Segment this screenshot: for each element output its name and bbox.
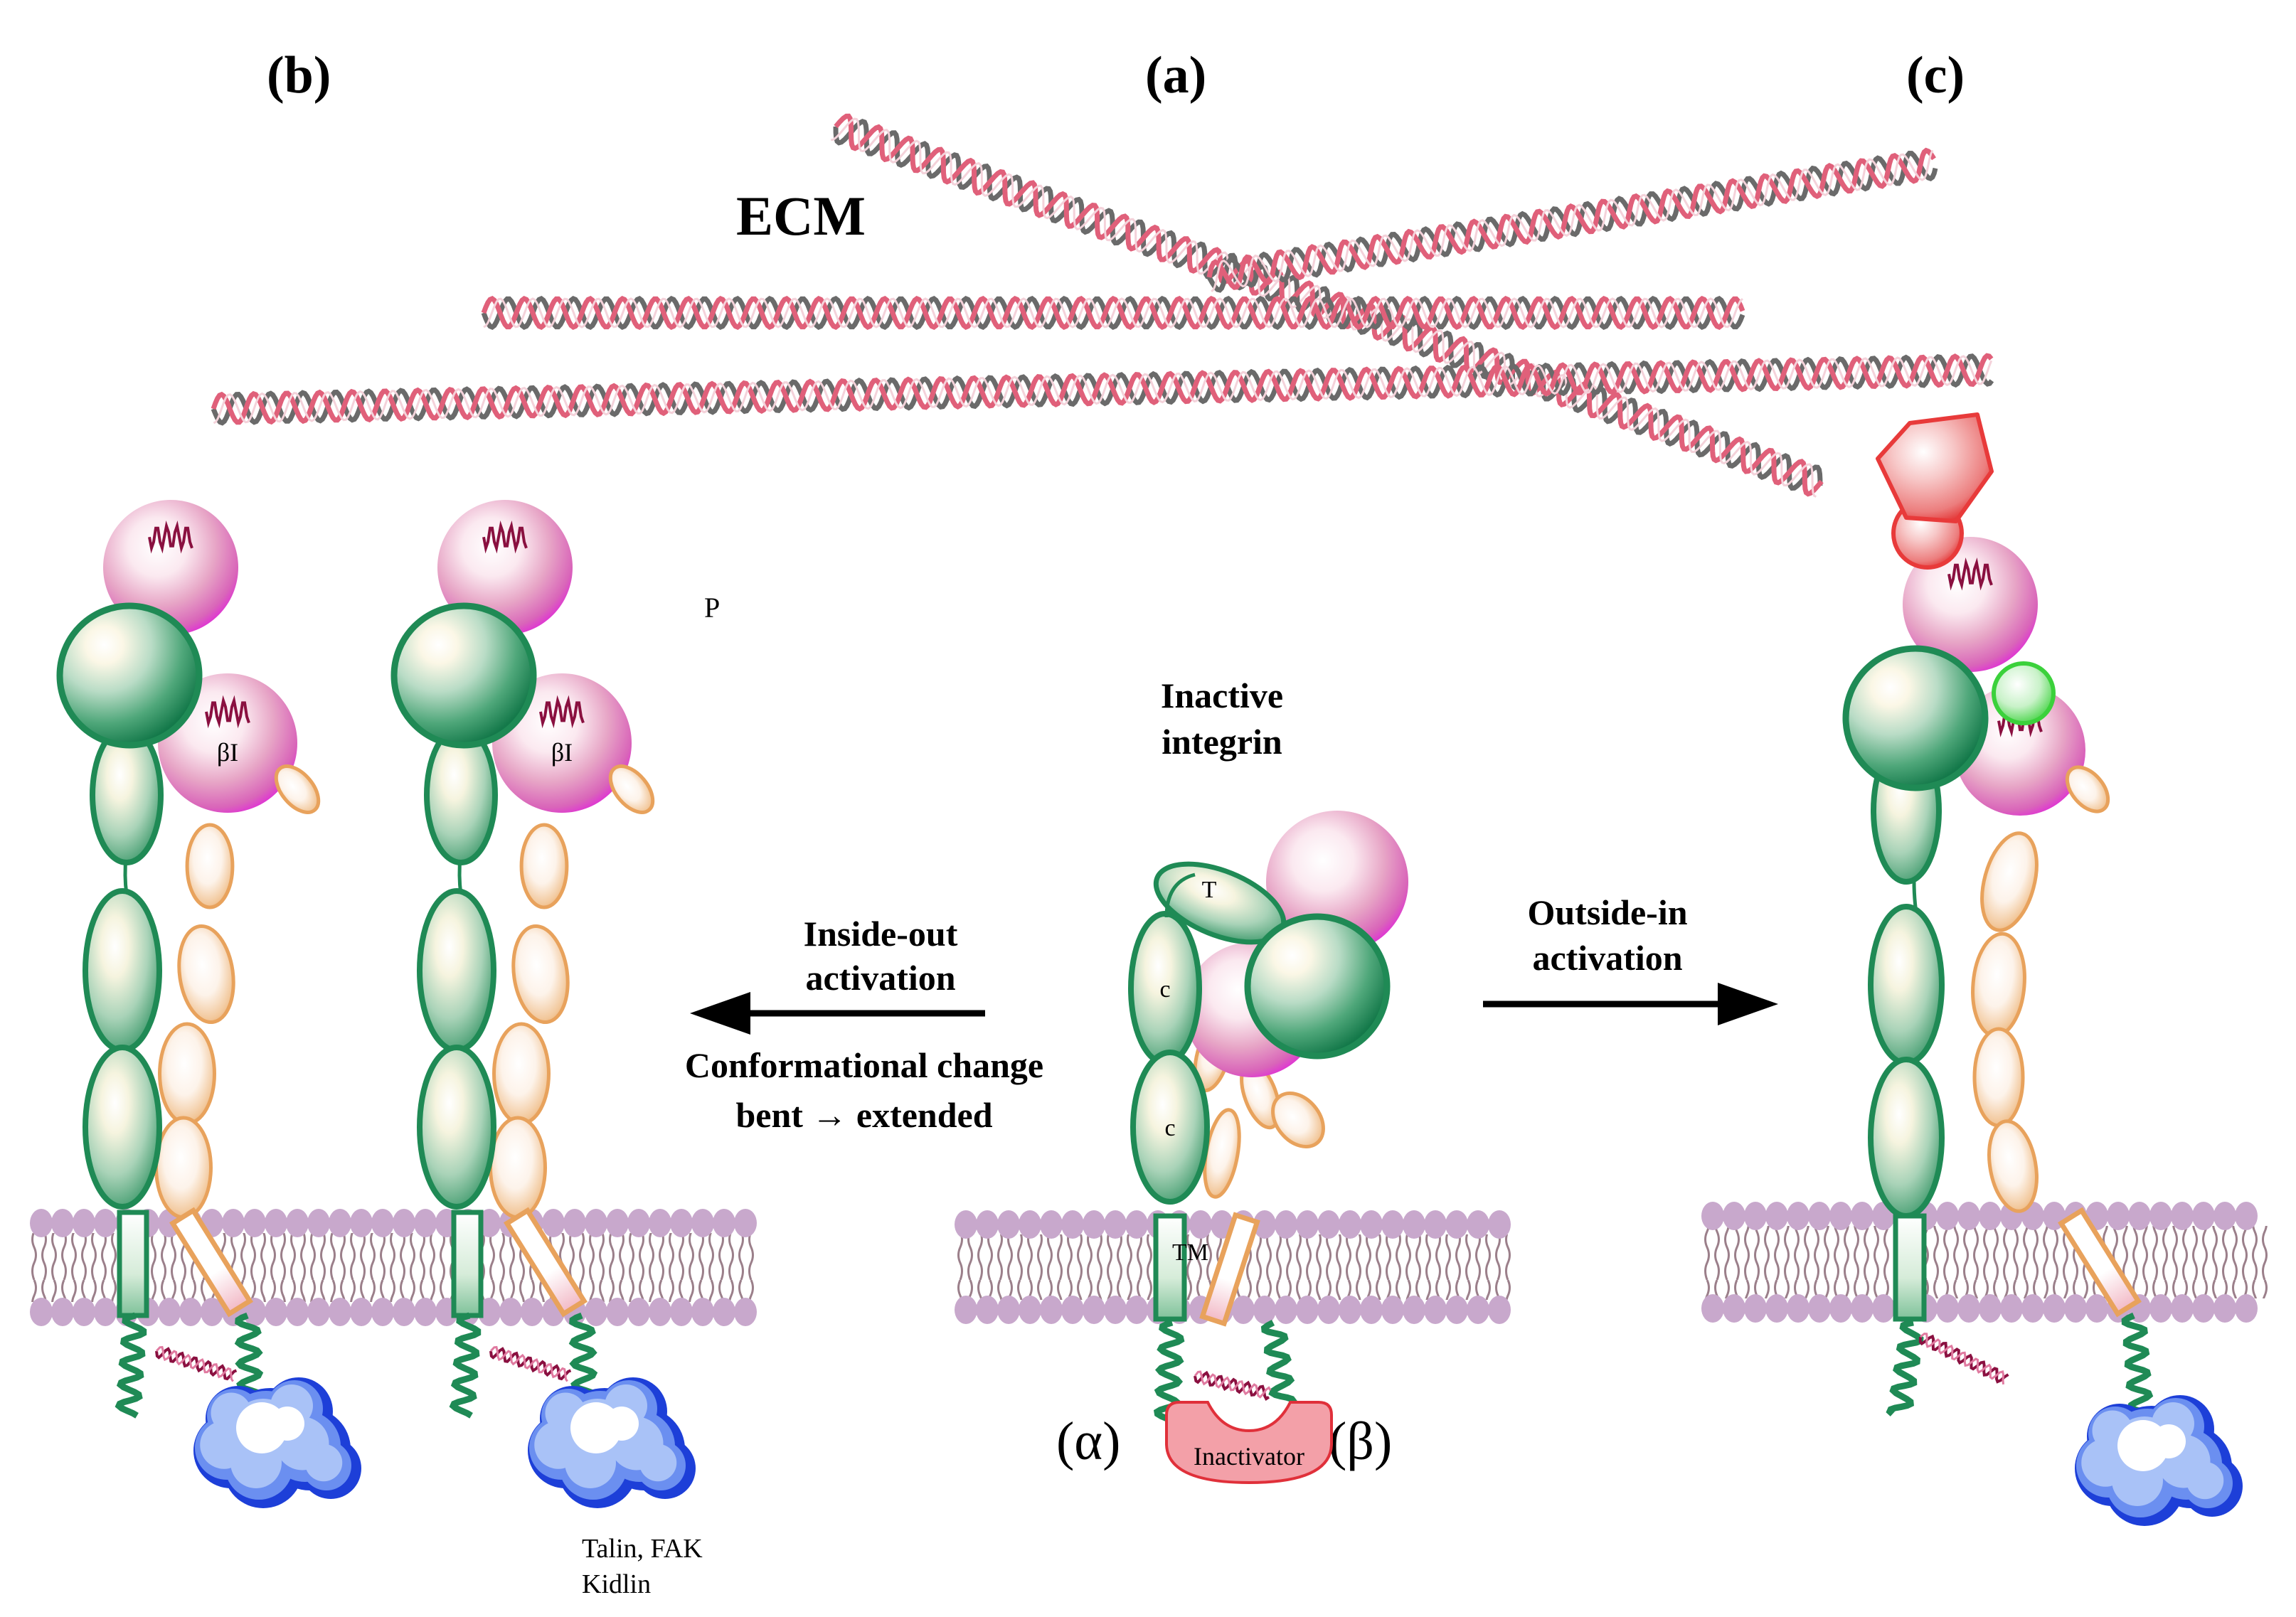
calf-domain-label: c	[1159, 976, 1170, 1003]
tm-label: TM	[1172, 1239, 1208, 1266]
thigh-domain-label: T	[1202, 877, 1217, 903]
cytoplasmic-tail-helix	[2121, 1312, 2154, 1418]
beta-leg-egf-domain	[2065, 765, 2110, 813]
beta-leg-egf-domain	[492, 1022, 551, 1126]
inside-out-label-line2: activation	[805, 958, 955, 998]
beta-subunit-label: (β)	[1329, 1411, 1392, 1471]
helix-icon	[1947, 557, 1993, 591]
beta-leg-egf-domain	[519, 823, 569, 909]
beta-leg-egf-domain	[1271, 1091, 1325, 1149]
outside-in-arrow	[1483, 983, 1778, 1025]
beta-leg-egf-domain	[158, 1022, 216, 1126]
cell-membranes	[28, 1202, 2269, 1326]
inactive-integrin-label-line2: integrin	[1162, 722, 1282, 762]
beta-leg-egf-domain	[1987, 1119, 2039, 1213]
beta-leg-egf-domain	[185, 823, 235, 909]
ecm-label: ECM	[736, 185, 866, 247]
outside-in-label-line2: activation	[1532, 938, 1682, 978]
cytoplasmic-tail-helix	[1886, 1319, 1924, 1416]
inside-out-arrow	[690, 992, 985, 1035]
beta-leg-egf-domain	[274, 764, 321, 814]
helix-icon	[539, 695, 585, 729]
alpha-transmembrane-segment	[117, 1210, 149, 1318]
alpha-calf2-domain	[1130, 1050, 1210, 1205]
adaptor-proteins-label-line1: Talin, FAK	[582, 1534, 703, 1564]
cytoplasmic-tail-helix	[1260, 1320, 1298, 1406]
alpha-transmembrane-segment	[451, 1210, 484, 1318]
beta-transmembrane-segment	[1199, 1212, 1260, 1327]
beta-transmembrane-segment	[169, 1207, 253, 1318]
conformational-change-label-line2: bent → extended	[735, 1095, 992, 1135]
panel-label-a: (a)	[1145, 46, 1206, 105]
alpha-transmembrane-segment	[1893, 1213, 1927, 1322]
outside-in-label-line1: Outside-in	[1527, 892, 1687, 932]
lipid-bilayer	[1700, 1202, 2269, 1323]
beta-leg-egf-domain	[154, 1116, 213, 1220]
beta-leg-egf-domain	[489, 1116, 547, 1220]
beta-leg-egf-domain	[608, 764, 655, 814]
inside-out-label-line1: Inside-out	[804, 914, 958, 954]
beta-transmembrane-segment	[2058, 1207, 2142, 1318]
cytoplasmic-linker	[1194, 1370, 1272, 1401]
alpha-calf1-domain	[1868, 904, 1945, 1066]
extended-integrin: βI	[390, 500, 696, 1508]
alpha-propeller-head	[1244, 913, 1391, 1060]
ecm-ligand-pentagon	[1876, 412, 1994, 523]
alpha-propeller-head	[390, 602, 537, 749]
adaptor-protein-cloud	[193, 1377, 361, 1508]
alpha-propeller-head	[1842, 645, 1989, 791]
beta-leg-egf-domain	[1971, 932, 2026, 1038]
inactivator-protein: Inactivator	[1165, 1401, 1333, 1485]
beta-transmembrane-segment	[504, 1207, 588, 1318]
collagen-fiber	[211, 353, 1994, 426]
helix-icon	[482, 521, 528, 554]
beta-i-domain-label: βI	[551, 738, 573, 767]
activating-cation-ball	[1992, 661, 2056, 725]
alpha-calf2-domain	[1868, 1057, 1945, 1219]
beta-i-domain-label: βI	[217, 738, 238, 767]
beta-leg-egf-domain	[177, 924, 235, 1025]
helix-icon	[148, 521, 193, 554]
cytoplasmic-linker	[489, 1345, 572, 1382]
alpha-calf1-domain	[83, 888, 162, 1053]
stray-p-label: P	[704, 592, 720, 624]
beta-domain-head	[1903, 537, 2038, 672]
cytoplasmic-linker	[1918, 1333, 2009, 1385]
adaptor-protein-cloud	[2075, 1395, 2243, 1526]
panel-label-c: (c)	[1906, 46, 1965, 105]
bent-inactive-integrin: c c T TM	[1128, 811, 1408, 1422]
alpha-transmembrane-segment	[1153, 1213, 1187, 1322]
beta-leg-egf-domain	[1972, 1027, 2025, 1128]
beta-domain-head	[437, 500, 573, 635]
extended-integrin: βI	[56, 500, 361, 1508]
adaptor-protein-cloud	[528, 1377, 696, 1508]
cytoplasmic-tail-helix	[449, 1312, 482, 1419]
adaptor-proteins-label-line2: Kidlin	[582, 1569, 651, 1599]
cytoplasmic-tail-helix	[115, 1312, 147, 1419]
collagen-fiber	[1206, 147, 1938, 293]
inactivator-label: Inactivator	[1194, 1442, 1304, 1471]
inactive-integrin-label-line1: Inactive	[1161, 676, 1283, 715]
helix-icon	[205, 695, 250, 729]
text-labels: (b) (a) (c) ECM P Inactive integrin Insi…	[267, 46, 1965, 1599]
calf-domain-label: c	[1164, 1115, 1175, 1141]
panel-label-b: (b)	[267, 46, 331, 105]
beta-leg-egf-domain	[1980, 831, 2039, 932]
ecm-collagen-fibers	[211, 113, 1994, 498]
collagen-fiber	[481, 296, 1745, 330]
cytoplasmic-linker	[155, 1345, 238, 1382]
alpha-calf2-domain	[83, 1045, 162, 1210]
alpha-calf1-domain	[417, 888, 496, 1053]
alpha-propeller-head	[56, 602, 203, 749]
beta-leg-egf-domain	[511, 924, 570, 1025]
alpha-calf2-domain	[417, 1045, 496, 1210]
alpha-subunit-label: (α)	[1056, 1411, 1120, 1471]
beta-domain-head	[103, 500, 238, 635]
ligand-bound-integrin	[1842, 412, 2243, 1526]
alpha-linker	[1164, 872, 1196, 918]
conformational-change-label-line1: Conformational change	[685, 1045, 1043, 1085]
